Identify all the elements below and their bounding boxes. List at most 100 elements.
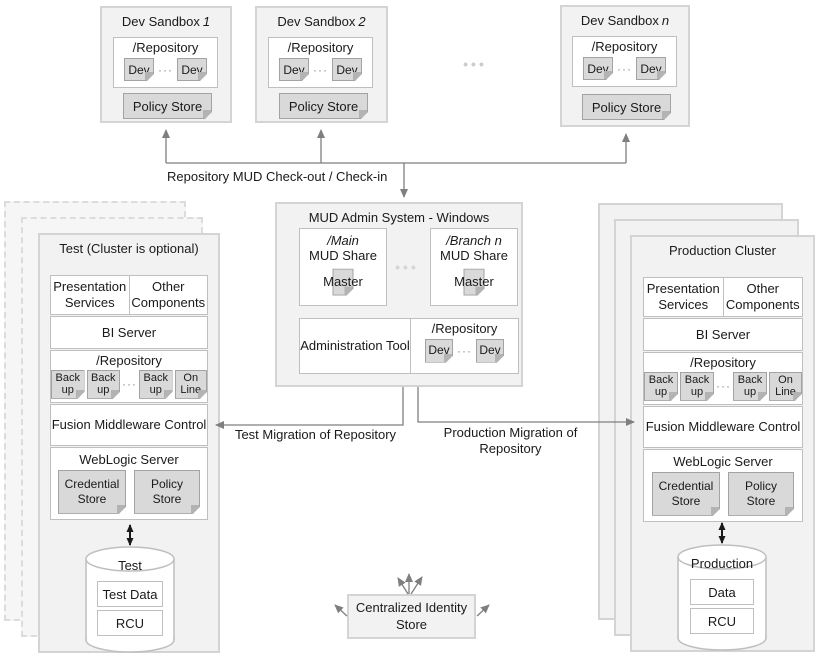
dev-sandbox-title-text: Dev Sandbox — [121, 14, 200, 29]
administration-tool-cell: Administration Tool — [300, 319, 411, 373]
policy-store-icon: Policy Store — [279, 93, 368, 119]
backup-rpd-icon: Back up — [644, 372, 678, 401]
production-bi-server-row: BI Server — [643, 318, 803, 351]
dev-sandbox-number: n — [661, 13, 670, 28]
ellipsis: ··· — [158, 62, 173, 77]
main-share-name: MUD Share — [309, 248, 377, 263]
credential-store-icon: Credential Store — [58, 470, 126, 514]
dev-sandbox-number: 2 — [358, 14, 366, 29]
main-share-path: /Main — [327, 233, 359, 248]
test-panel: Test (Cluster is optional) Presentation … — [38, 233, 220, 653]
backup-rpd-icon: Back up — [87, 370, 121, 399]
test-fmw-control-row: Fusion Middleware Control — [50, 404, 208, 446]
dev-rpd-icon: Dev — [332, 58, 362, 81]
online-rpd-icon: On Line — [769, 372, 802, 401]
policy-store-icon: Policy Store — [728, 472, 794, 516]
identity-arrow-right — [476, 604, 490, 617]
admin-tool-repo-box: Administration Tool /Repository Dev ··· … — [299, 318, 519, 374]
dev-rpd-icon: Dev — [476, 339, 504, 363]
master-label: Master — [323, 273, 363, 289]
policy-store-icon: Policy Store — [123, 93, 212, 119]
backup-rpd-icon: Back up — [139, 370, 173, 399]
test-rcu-box: RCU — [97, 610, 163, 636]
other-components-cell: Other Components — [725, 281, 800, 312]
share-ellipsis: ••• — [395, 259, 419, 275]
ellipsis: ··· — [457, 343, 472, 358]
ellipsis: ··· — [716, 379, 731, 394]
policy-store-icon: Policy Store — [134, 470, 200, 514]
ellipsis: ··· — [122, 377, 137, 392]
credential-store-icon: Credential Store — [652, 472, 720, 516]
mud-repository-cell: /Repository Dev ··· Dev — [411, 319, 518, 373]
dev-rpd-icon: Dev — [279, 58, 309, 81]
dev-rpd-icon: Dev — [124, 58, 154, 81]
ellipsis: ··· — [617, 61, 632, 76]
production-db-name: Production — [690, 556, 754, 571]
centralized-identity-store: Centralized Identity Store — [347, 594, 476, 639]
ellipsis: ··· — [313, 62, 328, 77]
dev-rpd-icon: Dev — [425, 339, 453, 363]
online-rpd-icon: On Line — [175, 370, 208, 399]
repository-label: /Repository — [132, 40, 199, 55]
branch-share-path: /Branch n — [446, 233, 502, 248]
checkout-checkin-label: Repository MUD Check-out / Check-in — [167, 169, 388, 184]
test-repository-row: /Repository Back up Back up ··· Back up … — [50, 350, 208, 403]
production-panel: Production Cluster Presentation Services… — [630, 235, 815, 652]
dev-rpd-icon: Dev — [583, 57, 613, 80]
test-db-name: Test — [118, 558, 142, 573]
production-panel-title: Production Cluster — [669, 243, 776, 258]
production-rcu-box: RCU — [690, 608, 754, 634]
production-repository-row: /Repository Back up Back up ··· Back up … — [643, 352, 803, 405]
test-services-row: Presentation Services Other Components — [50, 275, 208, 315]
test-migration-arrow — [215, 387, 404, 429]
sandbox-repository-box: /Repository Dev ··· Dev — [268, 37, 373, 88]
weblogic-server-label: WebLogic Server — [79, 452, 179, 467]
repository-label: /Repository — [690, 355, 756, 370]
dev-sandbox-title-text: Dev Sandbox — [277, 14, 356, 29]
production-services-row: Presentation Services Other Components — [643, 277, 803, 317]
production-data-box: Data — [690, 579, 754, 605]
dev-rpd-icon: Dev — [636, 57, 666, 80]
mud-admin-panel: MUD Admin System - Windows /Main MUD Sha… — [275, 202, 523, 387]
backup-rpd-icon: Back up — [680, 372, 714, 401]
master-rpd: Master — [300, 265, 386, 297]
repository-label: /Repository — [96, 353, 162, 368]
branch-share-name: MUD Share — [440, 248, 508, 263]
main-mud-share-box: /Main MUD Share Master — [299, 228, 387, 306]
identity-arrow-upleft — [397, 577, 409, 595]
dev-rpd-icon: Dev — [177, 58, 207, 81]
backup-rpd-icon: Back up — [733, 372, 767, 401]
identity-arrow-upright — [410, 576, 423, 595]
production-fmw-control-row: Fusion Middleware Control — [643, 406, 803, 448]
repository-label: /Repository — [287, 40, 354, 55]
master-rpd-icon — [464, 269, 485, 296]
branch-mud-share-box: /Branch n MUD Share Master — [430, 228, 518, 306]
test-migration-label: Test Migration of Repository — [234, 427, 397, 442]
other-components-cell: Other Components — [131, 279, 206, 310]
master-rpd: Master — [431, 265, 517, 297]
backup-rpd-icon: Back up — [51, 370, 85, 399]
weblogic-server-label: WebLogic Server — [673, 454, 773, 469]
production-migration-label: Production Migration of Repository — [443, 425, 578, 457]
production-weblogic-row: WebLogic Server Credential Store Policy … — [643, 449, 803, 522]
policy-store-icon: Policy Store — [582, 94, 671, 120]
test-panel-title: Test (Cluster is optional) — [59, 241, 199, 256]
dev-sandbox-title-text: Dev Sandbox — [580, 13, 659, 28]
test-weblogic-row: WebLogic Server Credential Store Policy … — [50, 447, 208, 520]
sandbox-repository-box: /Repository Dev ··· Dev — [113, 37, 218, 88]
repository-label: /Repository — [431, 321, 498, 336]
presentation-services-cell: Presentation Services — [51, 276, 130, 314]
test-data-box: Test Data — [97, 581, 163, 607]
sandbox-repository-box: /Repository Dev ··· Dev — [572, 36, 677, 87]
test-bi-server-row: BI Server — [50, 316, 208, 349]
sandbox-ellipsis: ••• — [463, 56, 487, 72]
mud-admin-title: MUD Admin System - Windows — [308, 210, 490, 225]
master-label: Master — [454, 273, 494, 289]
repository-label: /Repository — [591, 39, 658, 54]
